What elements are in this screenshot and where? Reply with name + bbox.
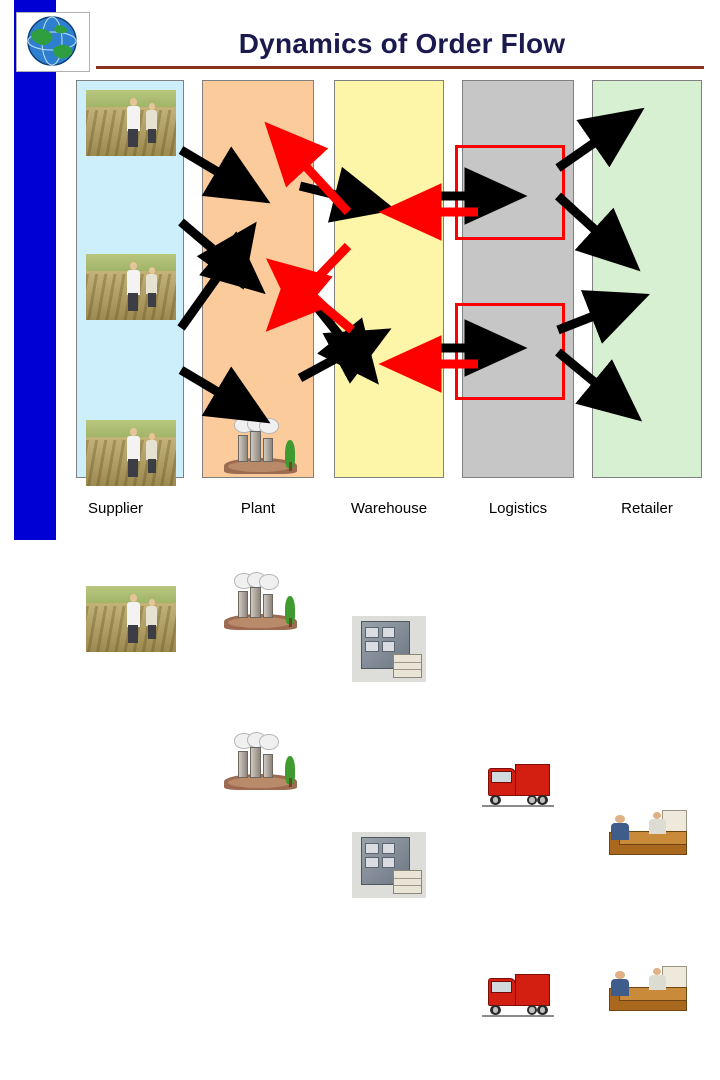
column-label-retailer: Retailer xyxy=(621,500,673,517)
highlight-box-lower xyxy=(455,303,565,400)
column-label-supplier: Supplier xyxy=(88,500,144,517)
farmer-field-photo-icon xyxy=(86,254,176,320)
farmer-field-photo-icon xyxy=(86,90,176,156)
retail-counter-icon xyxy=(604,806,690,862)
column-retailer xyxy=(592,80,702,478)
column-warehouse xyxy=(334,80,444,478)
column-label-warehouse: Warehouse xyxy=(350,500,428,517)
factory-smokestack-icon xyxy=(222,732,300,794)
column-label-plant: Plant xyxy=(240,500,276,517)
column-logistics xyxy=(462,80,574,478)
globe-icon-svg xyxy=(17,13,87,69)
globe-icon xyxy=(16,12,90,72)
factory-smokestack-icon xyxy=(222,572,300,634)
column-label-logistics: Logistics xyxy=(488,500,548,517)
farmer-field-photo-icon xyxy=(86,586,176,652)
factory-smokestack-icon xyxy=(222,416,300,478)
page-title: Dynamics of Order Flow xyxy=(238,28,566,59)
title-divider xyxy=(96,66,704,69)
slide-canvas: Dynamics of Order Flow xyxy=(14,0,704,1018)
left-accent-bar xyxy=(14,0,56,540)
delivery-truck-icon xyxy=(482,752,554,812)
warehouse-building-icon xyxy=(352,832,426,898)
warehouse-building-icon xyxy=(352,616,426,682)
retail-counter-icon xyxy=(604,962,690,1018)
farmer-field-photo-icon xyxy=(86,420,176,486)
highlight-box-upper xyxy=(455,145,565,240)
delivery-truck-icon xyxy=(482,962,554,1022)
